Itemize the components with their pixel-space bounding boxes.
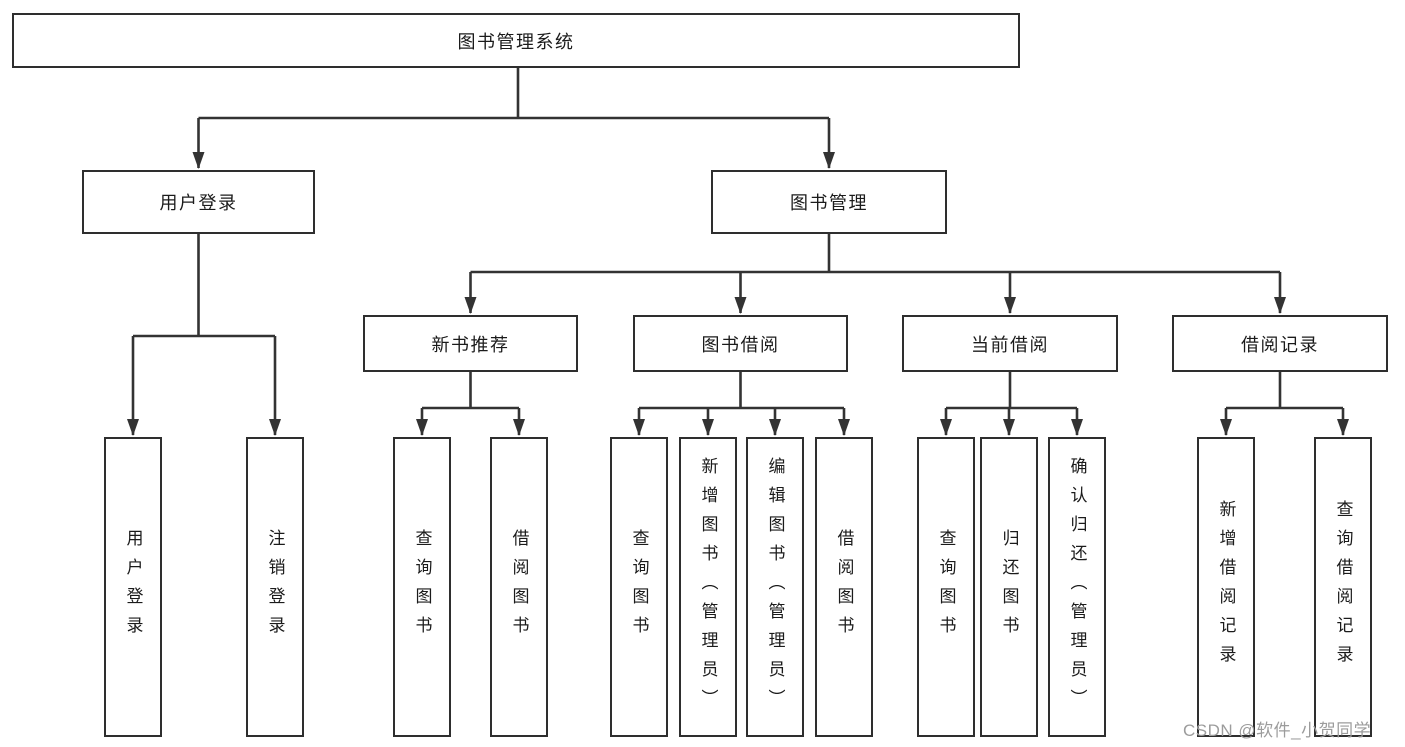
leaf-logout: 注销登录 bbox=[246, 437, 304, 737]
node-borrowing-records: 借阅记录 bbox=[1172, 315, 1388, 372]
leaf-query-books-borrow: 查询图书 bbox=[610, 437, 668, 737]
leaf-edit-books-admin: 编辑图书（管理员） bbox=[746, 437, 804, 737]
node-label: 图书借阅 bbox=[701, 334, 780, 355]
node-label: 用户登录 bbox=[159, 193, 238, 213]
leaf-label: 注销登录 bbox=[265, 529, 285, 645]
borrow-records-children-connector bbox=[1220, 372, 1349, 436]
leaf-label: 借阅图书 bbox=[834, 529, 854, 645]
leaf-label: 查询图书 bbox=[629, 529, 649, 645]
leaf-borrow-books: 借阅图书 bbox=[815, 437, 873, 737]
leaf-label: 查询图书 bbox=[936, 529, 956, 645]
node-new-book-recommendation: 新书推荐 bbox=[363, 315, 578, 372]
node-label: 图书管理系统 bbox=[457, 31, 575, 52]
leaf-return-books: 归还图书 bbox=[980, 437, 1038, 737]
book-mgmt-children-connector bbox=[464, 234, 1286, 314]
leaf-label: 用户登录 bbox=[123, 529, 143, 645]
leaf-label: 编辑图书（管理员） bbox=[765, 456, 785, 718]
current-borrow-children-connector bbox=[940, 372, 1083, 436]
new-book-children-connector bbox=[416, 372, 525, 436]
node-book-management: 图书管理 bbox=[711, 170, 947, 234]
book-borrow-children-connector bbox=[633, 372, 850, 436]
leaf-user-login: 用户登录 bbox=[104, 437, 162, 737]
leaf-add-borrow-record: 新增借阅记录 bbox=[1197, 437, 1255, 737]
node-user-login: 用户登录 bbox=[82, 170, 315, 234]
leaf-add-books-admin: 新增图书（管理员） bbox=[679, 437, 737, 737]
node-label: 图书管理 bbox=[790, 193, 868, 213]
leaf-confirm-return-admin: 确认归还（管理员） bbox=[1048, 437, 1106, 737]
leaf-label: 确认归还（管理员） bbox=[1067, 456, 1087, 718]
leaf-label: 查询图书 bbox=[412, 529, 432, 645]
node-current-borrowing: 当前借阅 bbox=[902, 315, 1118, 372]
leaf-query-books-newbook: 查询图书 bbox=[393, 437, 451, 737]
root-to-level2-connector bbox=[192, 68, 835, 169]
leaf-label: 借阅图书 bbox=[509, 529, 529, 645]
leaf-query-books-current: 查询图书 bbox=[917, 437, 975, 737]
node-book-borrowing: 图书借阅 bbox=[633, 315, 848, 372]
leaf-label: 新增借阅记录 bbox=[1216, 500, 1236, 674]
node-label: 当前借阅 bbox=[971, 334, 1049, 355]
leaf-label: 归还图书 bbox=[999, 529, 1019, 645]
node-library-management-system: 图书管理系统 bbox=[12, 13, 1020, 68]
node-label: 新书推荐 bbox=[431, 334, 510, 355]
node-label: 借阅记录 bbox=[1241, 334, 1319, 355]
leaf-label: 新增图书（管理员） bbox=[698, 456, 718, 718]
leaf-query-borrow-record: 查询借阅记录 bbox=[1314, 437, 1372, 737]
user-login-children-connector bbox=[127, 234, 281, 436]
leaf-label: 查询借阅记录 bbox=[1333, 500, 1353, 674]
csdn-watermark: CSDN @软件_小贺同学 bbox=[1183, 721, 1372, 740]
leaf-borrow-books-newbook: 借阅图书 bbox=[490, 437, 548, 737]
